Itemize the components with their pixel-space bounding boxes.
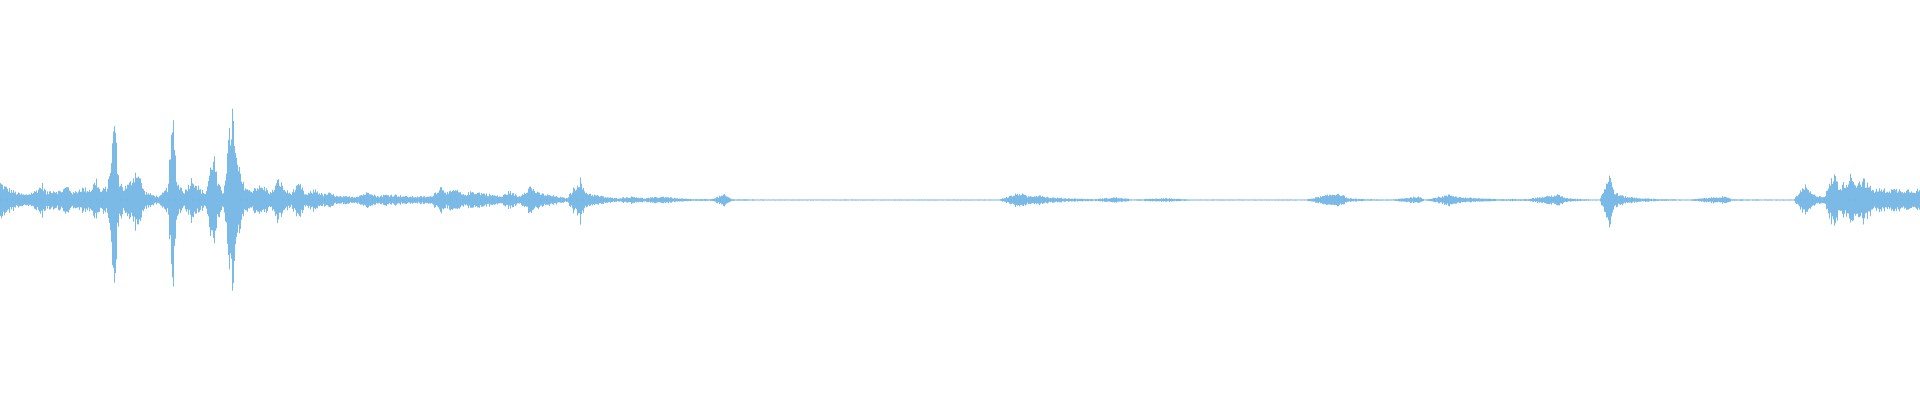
waveform-shape bbox=[0, 108, 1920, 291]
